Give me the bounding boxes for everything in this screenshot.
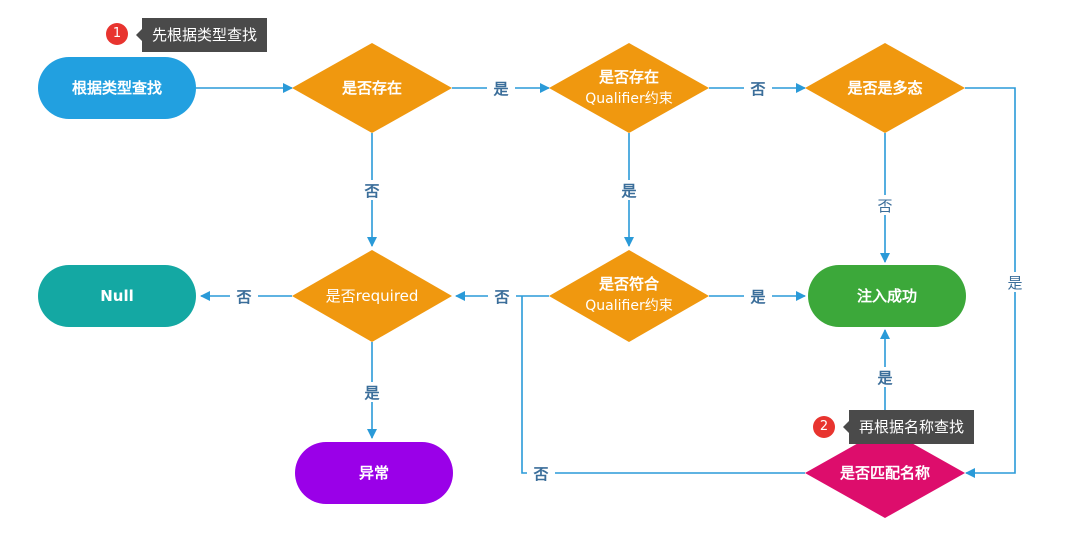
label-qualifier-match-yes: 是 <box>749 288 766 306</box>
label-exists-no: 否 <box>363 182 379 200</box>
node-exception: 异常 <box>295 442 453 504</box>
node-exists-label: 是否存在 <box>341 79 402 97</box>
label-qualifier-exists-no: 否 <box>749 80 765 98</box>
label-required-no: 否 <box>235 288 251 306</box>
node-required: 是否required <box>292 250 452 342</box>
node-null-label: Null <box>100 287 134 305</box>
node-polymorphic-label: 是否是多态 <box>846 79 922 97</box>
node-exception-label: 异常 <box>359 464 389 482</box>
node-name-match: 是否匹配名称 <box>805 428 965 518</box>
node-required-label: 是否required <box>326 287 419 305</box>
node-qualifier-exists-label-1: 是否存在 <box>598 68 659 86</box>
label-name-match-yes: 是 <box>876 369 893 387</box>
node-qualifier-match: 是否符合 Qualifier约束 <box>549 250 709 342</box>
callout-1-text: 先根据类型查找 <box>135 18 268 52</box>
node-qualifier-exists: 是否存在 Qualifier约束 <box>549 43 709 133</box>
label-polymorphic-yes: 是 <box>1007 274 1022 292</box>
callout-2-text: 再根据名称查找 <box>842 410 975 444</box>
node-inject-success-label: 注入成功 <box>857 287 917 305</box>
node-start-label: 根据类型查找 <box>72 79 162 97</box>
node-name-match-label: 是否匹配名称 <box>839 464 930 482</box>
callout-2-badge: 2 <box>813 416 835 438</box>
node-exists: 是否存在 <box>292 43 452 133</box>
label-name-match-no: 否 <box>532 465 548 483</box>
label-qualifier-match-no: 否 <box>493 288 509 306</box>
label-required-yes: 是 <box>363 384 380 402</box>
callout-1-badge: 1 <box>106 23 128 45</box>
node-qualifier-match-label-1: 是否符合 <box>598 275 660 293</box>
node-null: Null <box>38 265 196 327</box>
node-qualifier-match-label-2: Qualifier约束 <box>585 298 672 314</box>
node-inject-success: 注入成功 <box>808 265 966 327</box>
label-exists-yes: 是 <box>492 80 509 98</box>
node-start: 根据类型查找 <box>38 57 196 119</box>
node-polymorphic: 是否是多态 <box>805 43 965 133</box>
label-polymorphic-no: 否 <box>877 197 892 215</box>
edge-name-match-no <box>521 296 805 474</box>
label-qualifier-exists-yes: 是 <box>620 182 637 200</box>
node-qualifier-exists-label-2: Qualifier约束 <box>585 91 672 107</box>
